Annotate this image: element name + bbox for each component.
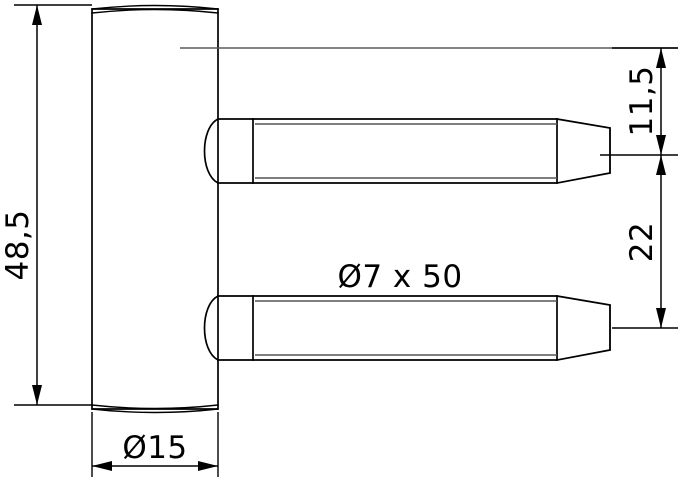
height-arrow-bottom [32, 385, 42, 405]
height-arrow-top [32, 5, 42, 25]
width-arrow-left [92, 461, 112, 471]
lower-pin-dome-arc [203, 294, 220, 362]
upper-pin-dome-end [217, 118, 254, 184]
plate-width-label: Ø15 [122, 430, 187, 466]
pin-spacing-arrow-top [656, 155, 666, 175]
dimension-upper-offset: 11,5 [600, 47, 678, 156]
plate-top-cap-outer [91, 4, 219, 10]
upper-offset-label: 11,5 [624, 65, 660, 136]
upper-offset-arrow-bottom [656, 135, 666, 155]
upper-pin-shank [252, 118, 558, 184]
upper-pin-dome-arc [203, 117, 220, 185]
dimension-height-overall: 48,5 [0, 4, 92, 406]
lower-pin-dome-end [217, 295, 254, 361]
plate-bottom-cap-inner [91, 404, 219, 410]
plate-body-outline [91, 8, 219, 410]
pin-spacing-label: 22 [624, 222, 660, 262]
upper-offset-arrow-top [656, 48, 666, 68]
plate-bottom-cap-outer [91, 408, 219, 414]
pin-spacing-arrow-bottom [656, 308, 666, 328]
lower-pin-tapered-tip [556, 295, 611, 361]
mounting-plate [91, 4, 219, 414]
dimension-pin-spacing: 22 [612, 155, 678, 329]
pin-spec-label: Ø7 x 50 [337, 259, 462, 295]
upper-pin-tapered-tip [556, 118, 611, 184]
lower-pin [203, 294, 611, 362]
upper-pin [203, 117, 611, 185]
lower-pin-shank [252, 295, 558, 361]
height-overall-label: 48,5 [0, 209, 36, 280]
plate-top-cap-inner [91, 8, 219, 14]
dimension-plate-width: Ø15 [91, 412, 219, 477]
width-arrow-right [198, 461, 218, 471]
